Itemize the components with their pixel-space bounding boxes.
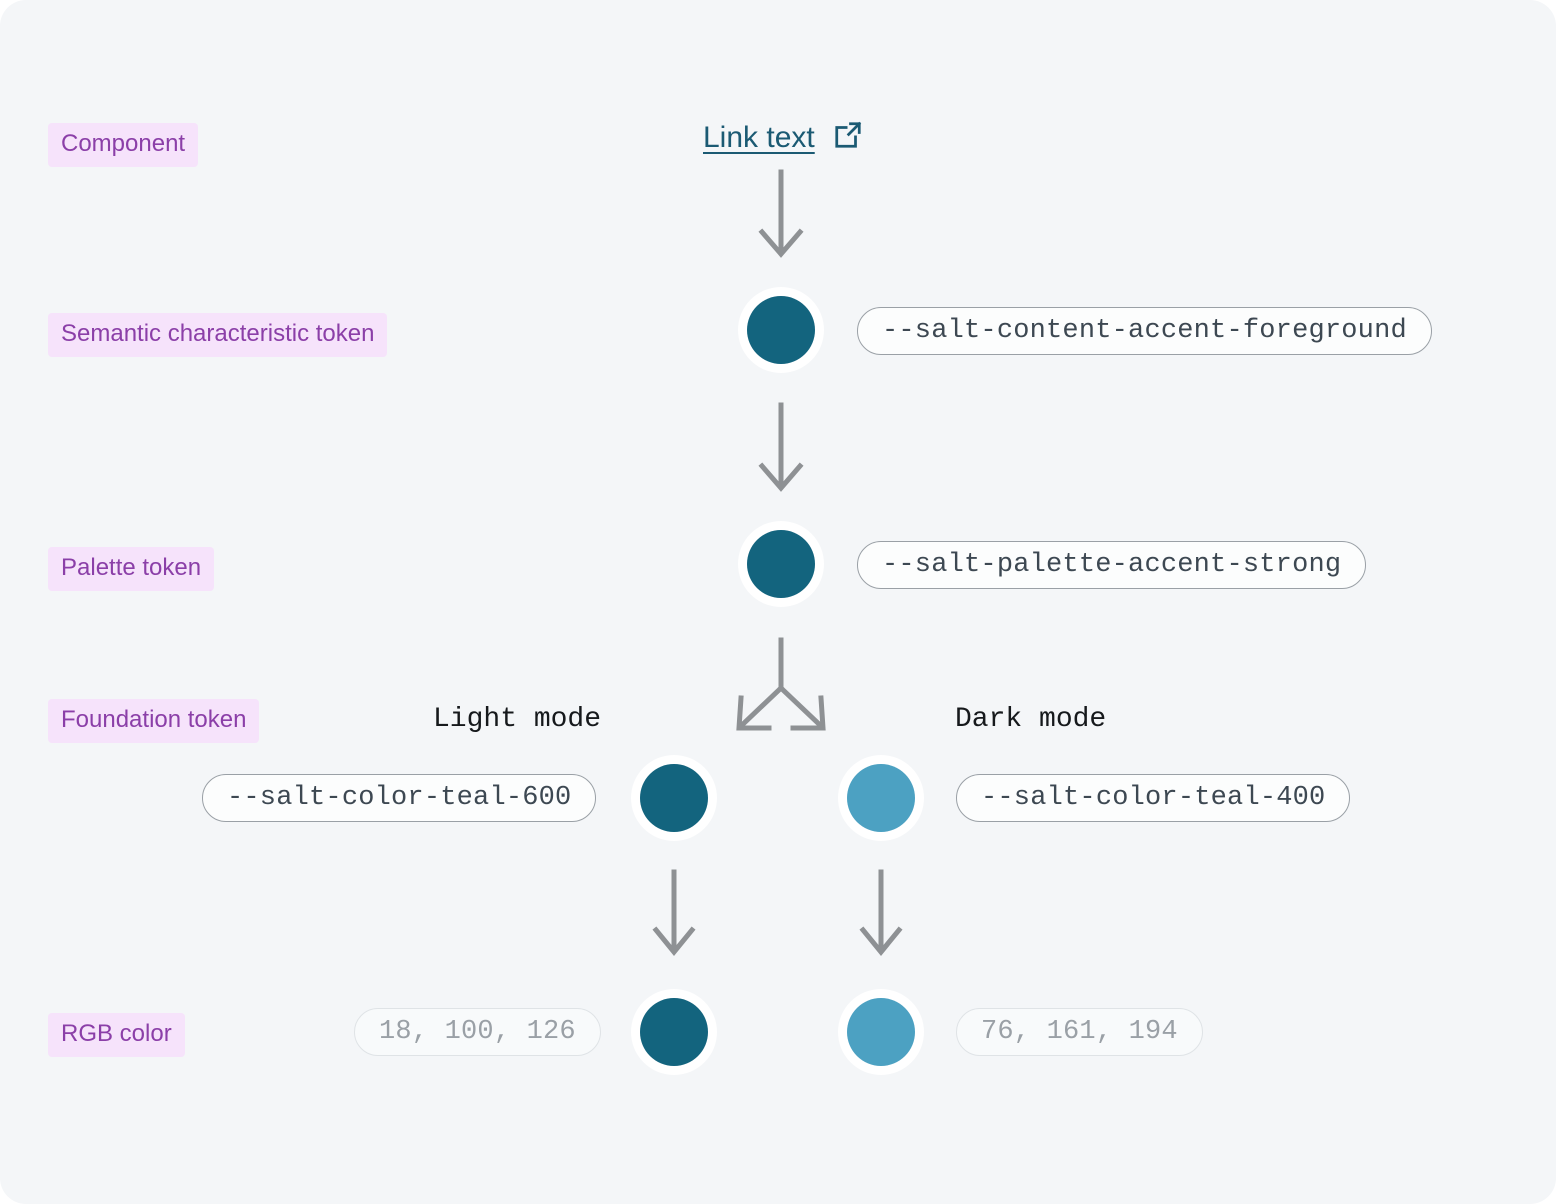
component-link[interactable]: Link text	[703, 120, 863, 155]
swatch-foundation-light	[631, 755, 717, 841]
dark-mode-label: Dark mode	[955, 704, 1107, 735]
swatch-dot	[640, 764, 708, 832]
swatch-foundation-dark	[838, 755, 924, 841]
token-pill-foundation-light[interactable]: --salt-color-teal-600	[202, 774, 597, 822]
arrow-head-dark-to-rgb	[859, 926, 903, 956]
swatch-rgb-dark	[838, 989, 924, 1075]
token-pill-palette[interactable]: --salt-palette-accent-strong	[857, 541, 1367, 589]
token-pill-semantic[interactable]: --salt-content-accent-foreground	[857, 307, 1432, 355]
swatch-dot	[640, 998, 708, 1066]
external-link-icon[interactable]	[833, 120, 863, 155]
swatch-dot	[747, 530, 815, 598]
rgb-pill-dark[interactable]: 76, 161, 194	[956, 1008, 1203, 1056]
arrow-palette-branch-right	[777, 684, 825, 730]
arrow-head-branch-right	[790, 695, 826, 731]
arrow-head-semantic-to-palette	[758, 462, 804, 492]
swatch-dot	[847, 998, 915, 1066]
link-text-label[interactable]: Link text	[703, 120, 815, 154]
arrow-palette-branch-left	[737, 684, 785, 730]
swatch-rgb-light	[631, 989, 717, 1075]
stage-badge-component: Component	[48, 123, 199, 167]
arrow-head-light-to-rgb	[652, 926, 696, 956]
swatch-dot	[747, 296, 815, 364]
swatch-semantic-accent-foreground	[738, 287, 824, 373]
arrow-head-branch-left	[736, 695, 772, 731]
rgb-pill-light[interactable]: 18, 100, 126	[354, 1008, 601, 1056]
stage-badge-foundation-token: Foundation token	[48, 699, 260, 743]
stage-badge-semantic-characteristic-token: Semantic characteristic token	[48, 313, 388, 357]
stage-badge-rgb-color: RGB color	[48, 1013, 185, 1057]
arrow-head-component-to-semantic	[758, 228, 804, 258]
swatch-palette-accent-strong	[738, 521, 824, 607]
swatch-dot	[847, 764, 915, 832]
stage-badge-palette-token: Palette token	[48, 547, 215, 591]
light-mode-label: Light mode	[433, 704, 602, 735]
token-pill-foundation-dark[interactable]: --salt-color-teal-400	[956, 774, 1351, 822]
